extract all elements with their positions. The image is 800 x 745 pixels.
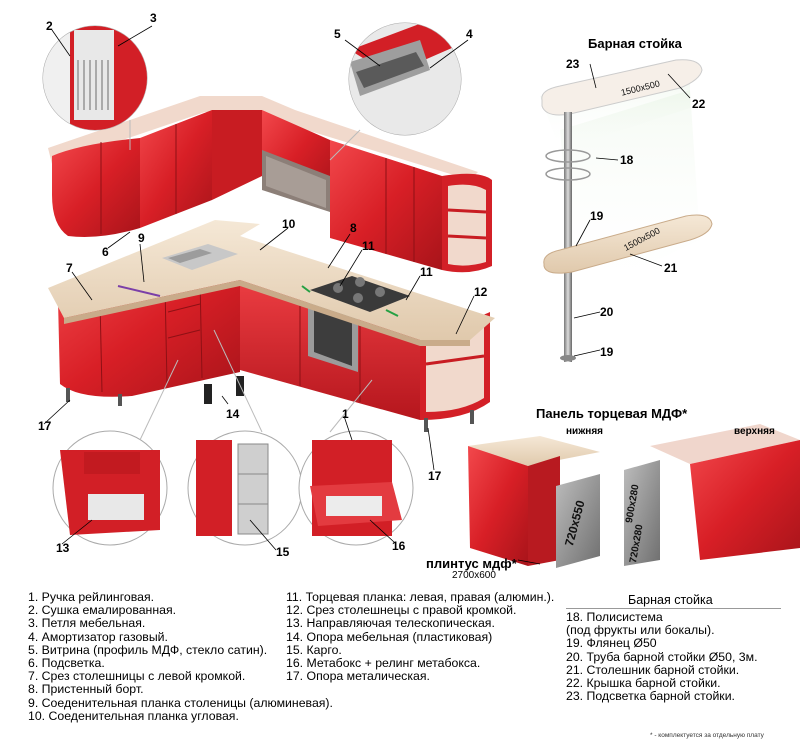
end-panel-upper-label: верхняя — [734, 426, 775, 437]
legend-item: 8. Пристенный борт. — [28, 682, 144, 697]
end-panel-lower-label: нижняя — [566, 426, 603, 437]
callout-1: 1 — [342, 407, 349, 421]
plinth-label: плинтус мдф* — [426, 556, 517, 571]
legend-item: 11. Торцевая планка: левая, правая (алюм… — [286, 590, 555, 604]
legend-item: 19. Флянец Ø50 — [566, 636, 657, 651]
callout-19b: 19 — [600, 345, 614, 359]
callout-19a: 19 — [590, 209, 604, 223]
callout-8: 8 — [350, 221, 357, 235]
legend-item: 18. Полисистема — [566, 610, 663, 624]
callout-3: 3 — [150, 11, 157, 25]
legend-divider — [566, 608, 781, 609]
detail-cargo-circle — [187, 430, 303, 546]
end-panel-lower — [468, 436, 600, 568]
legend-item: 20. Труба барной стойки Ø50, 3м. — [566, 649, 758, 664]
legend-item: 16. Метабокс + релинг метабокса. — [286, 656, 481, 671]
legend-item: 21. Столешник барной стойки. — [566, 662, 740, 677]
callout-4: 4 — [466, 27, 473, 41]
callout-15: 15 — [276, 545, 290, 559]
callout-12: 12 — [474, 285, 488, 299]
callout-18: 18 — [620, 153, 634, 167]
callout-17a: 17 — [38, 419, 52, 433]
legend-item: 7. Срез столешницы с левой кромкой. — [28, 669, 246, 684]
detail-metabox-circle — [298, 430, 414, 546]
legend-item: 4. Амортизатор газовый. — [28, 629, 168, 644]
callout-21: 21 — [664, 261, 678, 275]
legend-item: (под фрукты или бокалы). — [566, 623, 715, 638]
legend-item: 9. Соеденительная планка столеницы (алюм… — [28, 695, 333, 710]
bar-counter-title: Барная стойка — [588, 36, 682, 51]
end-panel-upper — [624, 424, 800, 566]
detail-drawers-circle — [52, 430, 168, 546]
legend-item: 23. Подсветка барной стойки. — [566, 689, 735, 704]
callout-20: 20 — [600, 305, 614, 319]
plinth-size: 2700x600 — [452, 570, 496, 581]
legend-bar-title: Барная стойка — [628, 593, 713, 607]
bar-counter — [540, 59, 713, 362]
callout-7: 7 — [66, 261, 73, 275]
callout-9: 9 — [138, 231, 145, 245]
callout-5: 5 — [334, 27, 341, 41]
callout-10: 10 — [282, 217, 296, 231]
legend-column-3: 18. Полисистема (под фрукты или бокалы).… — [566, 610, 758, 704]
legend-item: 3. Петля мебельная. — [28, 616, 146, 631]
callout-22: 22 — [692, 97, 706, 111]
end-panel-title: Панель торцевая МДФ* — [536, 406, 688, 421]
callout-11b: 11 — [420, 265, 433, 279]
legend-item: 5. Витрина (профиль МДФ, стекло сатин). — [28, 642, 268, 657]
callout-6: 6 — [102, 245, 109, 259]
legend-item: 15. Карго. — [286, 642, 342, 657]
legend-item: 2. Сушка емалированная. — [28, 603, 177, 618]
legend-item: 17. Опора металическая. — [286, 669, 430, 684]
callout-2: 2 — [46, 19, 53, 33]
callout-17b: 17 — [428, 469, 442, 483]
legend-item: 14. Опора мебельная (пластиковая) — [286, 629, 493, 644]
base-cabinets — [48, 220, 495, 432]
legend-item: 22. Крышка барной стойки. — [566, 676, 721, 691]
legend-column-2: 11. Торцевая планка: левая, правая (алюм… — [286, 590, 555, 684]
footnote: * - комплектуется за отдельную плату — [650, 732, 764, 739]
detail-dryer-circle — [42, 25, 148, 131]
legend-item: 12. Срез столешнецы с правой кромкой. — [286, 603, 517, 618]
callout-23: 23 — [566, 57, 580, 71]
legend-item: 1. Ручка рейлинговая. — [28, 590, 155, 604]
wall-cabinets — [48, 96, 492, 273]
callout-14: 14 — [226, 407, 240, 421]
legend-column-1: 1. Ручка рейлинговая. 2. Сушка емалирова… — [28, 590, 333, 723]
legend-item: 13. Направляючая телескопическая. — [286, 616, 495, 631]
callout-13: 13 — [56, 541, 70, 555]
callout-11a: 11 — [362, 239, 375, 253]
callout-16: 16 — [392, 539, 406, 553]
detail-showcase-circle — [348, 22, 462, 136]
legend-item: 6. Подсветка. — [28, 656, 105, 671]
legend-item: 10. Соеденительная планка угловая. — [28, 708, 239, 723]
